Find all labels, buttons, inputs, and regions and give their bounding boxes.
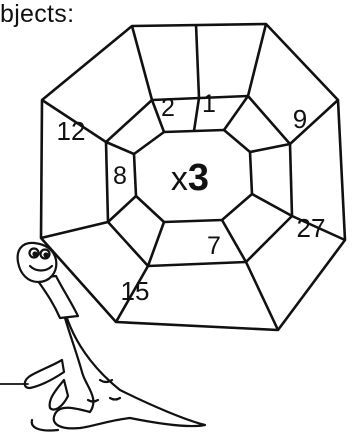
outer-number: 27: [297, 213, 326, 243]
inner-number: 1: [202, 90, 216, 118]
center-label-factor: 3: [188, 157, 209, 199]
inner-number: 7: [207, 232, 221, 260]
dinosaur-front-leg: [25, 360, 64, 388]
outer-number: 15: [121, 276, 150, 306]
dinosaur-body: [54, 300, 205, 428]
outer-number: 12: [57, 116, 86, 146]
inner-number: 8: [113, 162, 127, 190]
outer-number: 9: [293, 104, 307, 134]
center-label: x3: [171, 157, 209, 199]
dinosaur-icon: [0, 243, 205, 431]
inner-number: 2: [161, 94, 175, 122]
center-label-prefix: x: [171, 160, 188, 198]
